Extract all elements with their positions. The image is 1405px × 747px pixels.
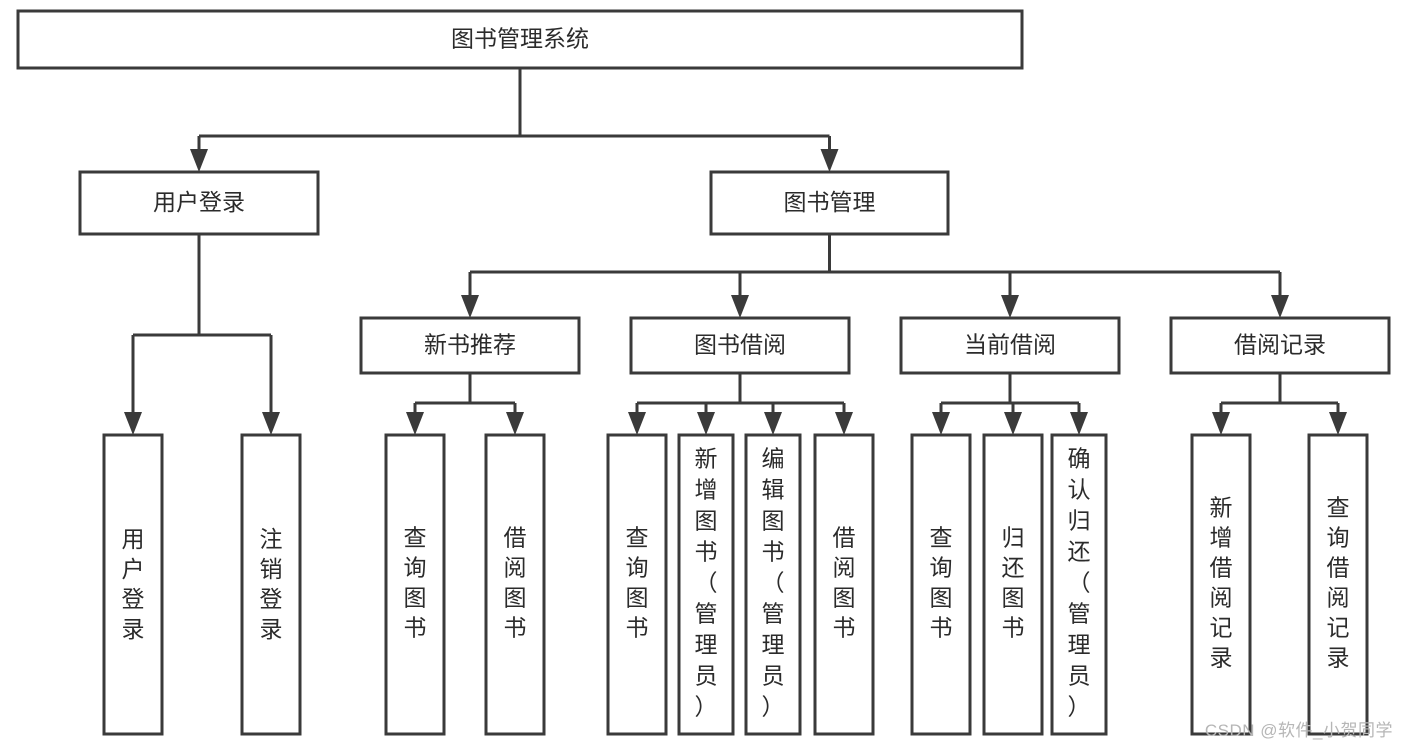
node-label: 用户登录 <box>153 189 245 215</box>
node-book-management[interactable]: 图书管理 <box>709 170 950 236</box>
node-root[interactable]: 图书管理系统 <box>16 9 1024 70</box>
node-box[interactable] <box>744 433 802 736</box>
node-add-book[interactable]: 新增图书（管理员） <box>677 433 735 736</box>
node-box[interactable] <box>709 170 950 236</box>
arrow-head <box>932 412 950 435</box>
arrow-head <box>697 412 715 435</box>
node-box[interactable] <box>1190 433 1252 736</box>
node-box[interactable] <box>78 170 320 236</box>
node-box[interactable] <box>240 433 302 736</box>
connector-layer <box>124 68 1347 435</box>
arrow-head <box>835 412 853 435</box>
node-borrow-records[interactable]: 借阅记录 <box>1169 316 1391 375</box>
node-add-borrow-record[interactable]: 新增借阅记录 <box>1190 433 1252 736</box>
arrow-head <box>406 412 424 435</box>
node-label-vertical: 借阅图书 <box>833 525 856 641</box>
arrow-head <box>506 412 524 435</box>
node-box[interactable] <box>1307 433 1369 736</box>
arrow-head <box>820 149 839 172</box>
watermark-text: CSDN @软件_小贺同学 <box>1204 721 1393 740</box>
node-user-login[interactable]: 用户登录 <box>78 170 320 236</box>
node-book-borrow[interactable]: 图书借阅 <box>629 316 851 375</box>
node-query-book-3[interactable]: 查询图书 <box>910 433 972 736</box>
arrow-head <box>1070 412 1088 435</box>
node-return-book[interactable]: 归还图书 <box>982 433 1044 736</box>
node-borrow-book-2[interactable]: 借阅图书 <box>813 433 875 736</box>
node-borrow-book-1[interactable]: 借阅图书 <box>484 433 546 736</box>
node-label-vertical: 用户登录 <box>122 526 145 642</box>
node-box[interactable] <box>1169 316 1391 375</box>
arrow-head <box>731 295 749 318</box>
node-box[interactable] <box>1050 433 1108 736</box>
node-query-book-2[interactable]: 查询图书 <box>606 433 668 736</box>
node-label: 借阅记录 <box>1234 332 1326 358</box>
node-label: 图书借阅 <box>694 332 786 358</box>
node-label: 图书管理系统 <box>451 26 589 52</box>
node-layer: 图书管理系统用户登录图书管理用户登录注销登录新书推荐查询图书借阅图书图书借阅查询… <box>16 9 1391 736</box>
node-label-vertical: 归还图书 <box>1002 525 1025 641</box>
node-label-vertical: 查询图书 <box>930 525 953 641</box>
node-confirm-return[interactable]: 确认归还（管理员） <box>1050 433 1108 736</box>
node-label-vertical: 查询借阅记录 <box>1327 495 1350 671</box>
arrow-head <box>1001 295 1019 318</box>
arrow-head <box>628 412 646 435</box>
node-query-borrow-record[interactable]: 查询借阅记录 <box>1307 433 1369 736</box>
node-box[interactable] <box>16 9 1024 70</box>
node-box[interactable] <box>677 433 735 736</box>
node-query-book-1[interactable]: 查询图书 <box>384 433 446 736</box>
node-box[interactable] <box>359 316 581 375</box>
node-edit-book[interactable]: 编辑图书（管理员） <box>744 433 802 736</box>
node-box[interactable] <box>899 316 1121 375</box>
node-label-vertical: 新增图书（管理员） <box>695 446 718 720</box>
node-box[interactable] <box>102 433 164 736</box>
node-user-logout[interactable]: 注销登录 <box>240 433 302 736</box>
arrow-head <box>764 412 782 435</box>
node-box[interactable] <box>606 433 668 736</box>
arrow-head <box>461 295 479 318</box>
node-box[interactable] <box>384 433 446 736</box>
node-label: 当前借阅 <box>964 332 1056 358</box>
node-label: 图书管理 <box>784 189 876 215</box>
arrow-head <box>1212 412 1230 435</box>
node-label-vertical: 新增借阅记录 <box>1210 495 1233 671</box>
node-current-borrow[interactable]: 当前借阅 <box>899 316 1121 375</box>
arrow-head <box>1004 412 1022 435</box>
node-label-vertical: 查询图书 <box>626 525 649 641</box>
node-label-vertical: 编辑图书（管理员） <box>762 446 785 720</box>
node-box[interactable] <box>629 316 851 375</box>
node-box[interactable] <box>484 433 546 736</box>
node-new-book-recommend[interactable]: 新书推荐 <box>359 316 581 375</box>
arrow-head <box>124 412 142 435</box>
node-label: 新书推荐 <box>424 332 516 358</box>
arrow-head <box>1271 295 1289 318</box>
node-label-vertical: 查询图书 <box>404 525 427 641</box>
node-user-login-do[interactable]: 用户登录 <box>102 433 164 736</box>
arrow-head <box>1329 412 1347 435</box>
arrow-head <box>190 149 208 172</box>
arrow-head <box>262 412 280 435</box>
node-box[interactable] <box>910 433 972 736</box>
node-box[interactable] <box>813 433 875 736</box>
node-label-vertical: 注销登录 <box>260 526 283 642</box>
node-label-vertical: 借阅图书 <box>504 525 527 641</box>
node-box[interactable] <box>982 433 1044 736</box>
node-label-vertical: 确认归还（管理员） <box>1068 446 1091 720</box>
